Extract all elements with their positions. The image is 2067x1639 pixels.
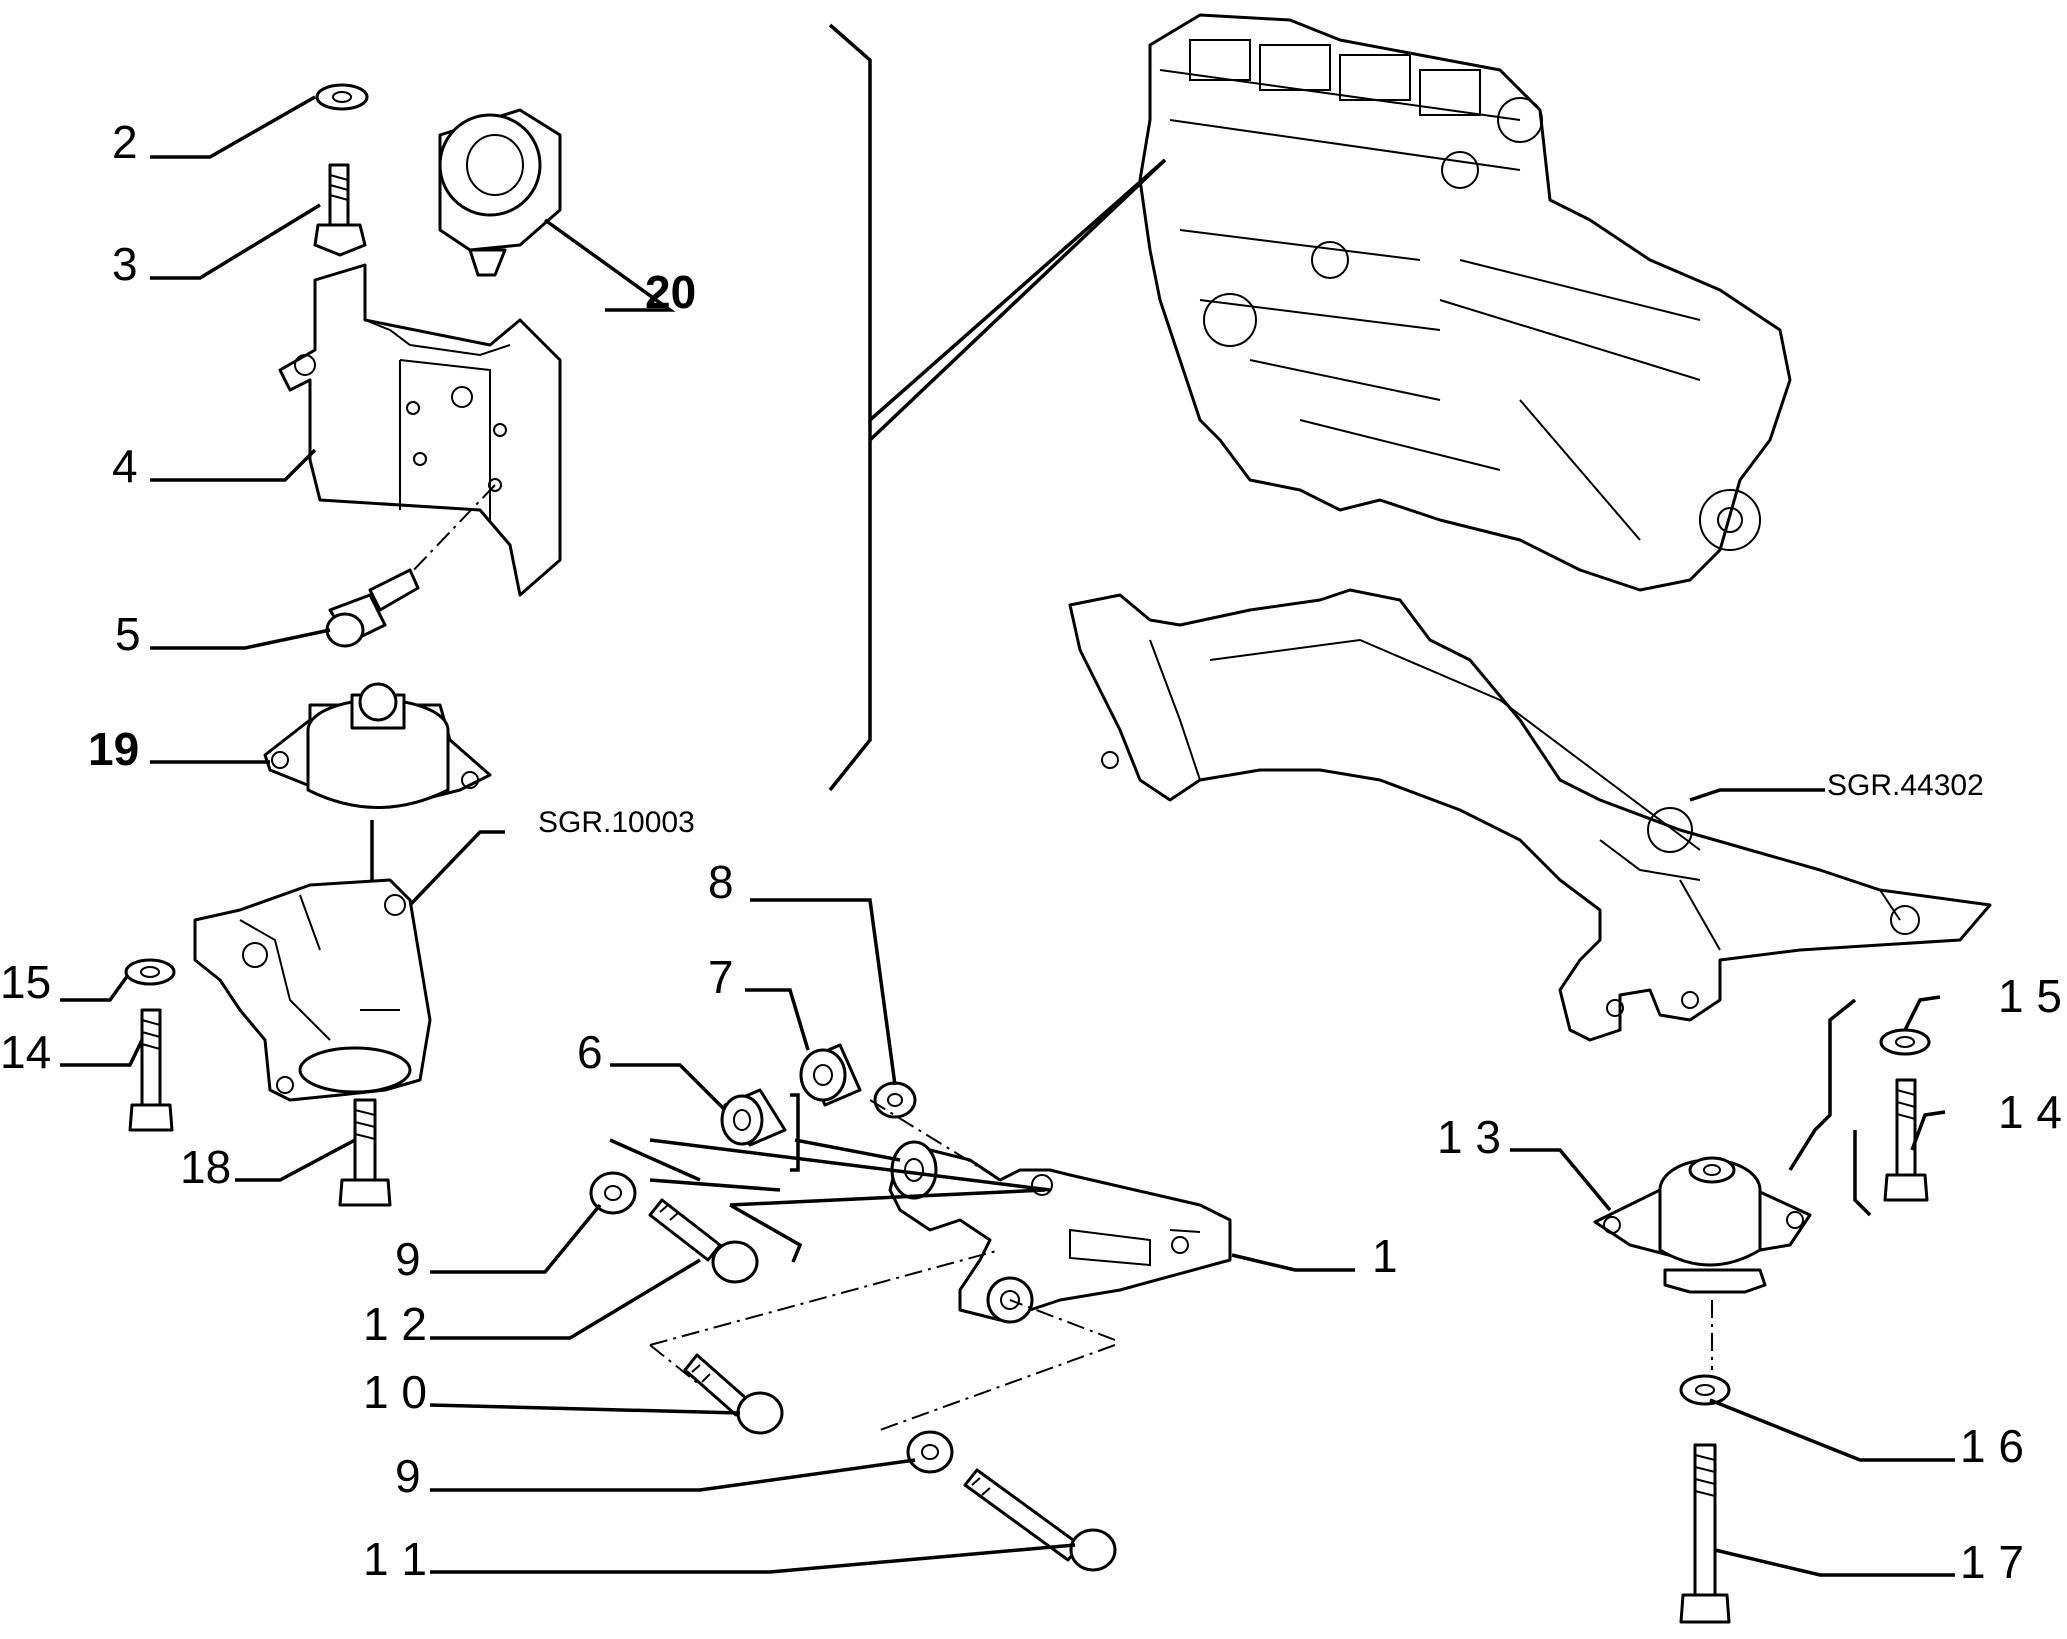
callout-11: 1 1 <box>363 1533 427 1585</box>
part-10-bolt <box>683 1353 784 1435</box>
callout-labels: 2 3 4 5 19 20 15 14 18 8 7 6 9 1 2 1 0 9… <box>0 116 2062 1588</box>
part-8-washer <box>873 1081 917 1119</box>
callout-5: 5 <box>115 608 141 660</box>
part-15-washer-left <box>124 958 176 986</box>
callout-1: 1 <box>1372 1230 1398 1282</box>
callout-6: 6 <box>577 1026 603 1078</box>
reference-labels: SGR.10003 SGR.44302 <box>538 769 1984 839</box>
callout-4: 4 <box>112 440 138 492</box>
part-16-washer <box>1679 1374 1731 1406</box>
callout-9-upper: 9 <box>395 1233 421 1285</box>
callout-7: 7 <box>708 951 734 1003</box>
front-subframe <box>1068 588 1992 1042</box>
group-bracket-line <box>828 23 1167 792</box>
part-12-bolt <box>648 1198 759 1284</box>
part-2-washer <box>315 83 369 111</box>
part-14-bolt-right <box>1883 1078 1929 1202</box>
part-14-bolt-left <box>128 1008 174 1132</box>
callout-18: 18 <box>180 1141 231 1193</box>
callout-3: 3 <box>112 238 138 290</box>
callout-14-right: 1 4 <box>1998 1086 2062 1138</box>
part-9-washer-lower <box>906 1430 954 1474</box>
callout-14-left: 14 <box>0 1026 51 1078</box>
engine-gearbox-assembly <box>1138 13 1792 592</box>
part-13-right-mount <box>1593 1156 1812 1294</box>
part-13-bracket-line <box>1788 998 1872 1217</box>
callout-15-right: 1 5 <box>1998 970 2062 1022</box>
callout-9-lower: 9 <box>395 1450 421 1502</box>
reference-sgr-44302: SGR.44302 <box>1827 769 1984 802</box>
callout-15-left: 15 <box>0 956 51 1008</box>
parts-6-7-bracket <box>790 1093 800 1172</box>
callout-12: 1 2 <box>363 1298 427 1350</box>
part-19-engine-mount <box>263 682 492 809</box>
callout-20: 20 <box>645 266 696 318</box>
part-4-bracket <box>278 263 562 597</box>
left-mount-bracket <box>193 878 432 1102</box>
part-1-torque-rod <box>888 1140 1232 1324</box>
part-18-bolt <box>338 1098 392 1207</box>
reference-sgr-10003: SGR.10003 <box>538 806 695 839</box>
part-7-bush <box>799 1043 862 1107</box>
part-5-screw <box>325 568 420 648</box>
part-20-bush <box>438 108 562 277</box>
part-11-long-bolt <box>963 1468 1117 1572</box>
callout-10: 1 0 <box>363 1366 427 1418</box>
part-15-washer-right <box>1879 1028 1931 1056</box>
part-1-axis-lines <box>609 1099 1116 1431</box>
callout-8: 8 <box>708 856 734 908</box>
callout-17: 1 7 <box>1960 1536 2024 1588</box>
callout-16: 1 6 <box>1960 1420 2024 1472</box>
callout-2: 2 <box>112 116 138 168</box>
part-17-long-bolt <box>1679 1443 1731 1624</box>
callout-13: 1 3 <box>1437 1111 1501 1163</box>
leader-lines <box>60 95 1955 1577</box>
part-6-bush <box>720 1088 787 1147</box>
part-9-washer-upper <box>589 1171 637 1215</box>
part-3-screw <box>313 163 367 257</box>
callout-19: 19 <box>88 723 139 775</box>
